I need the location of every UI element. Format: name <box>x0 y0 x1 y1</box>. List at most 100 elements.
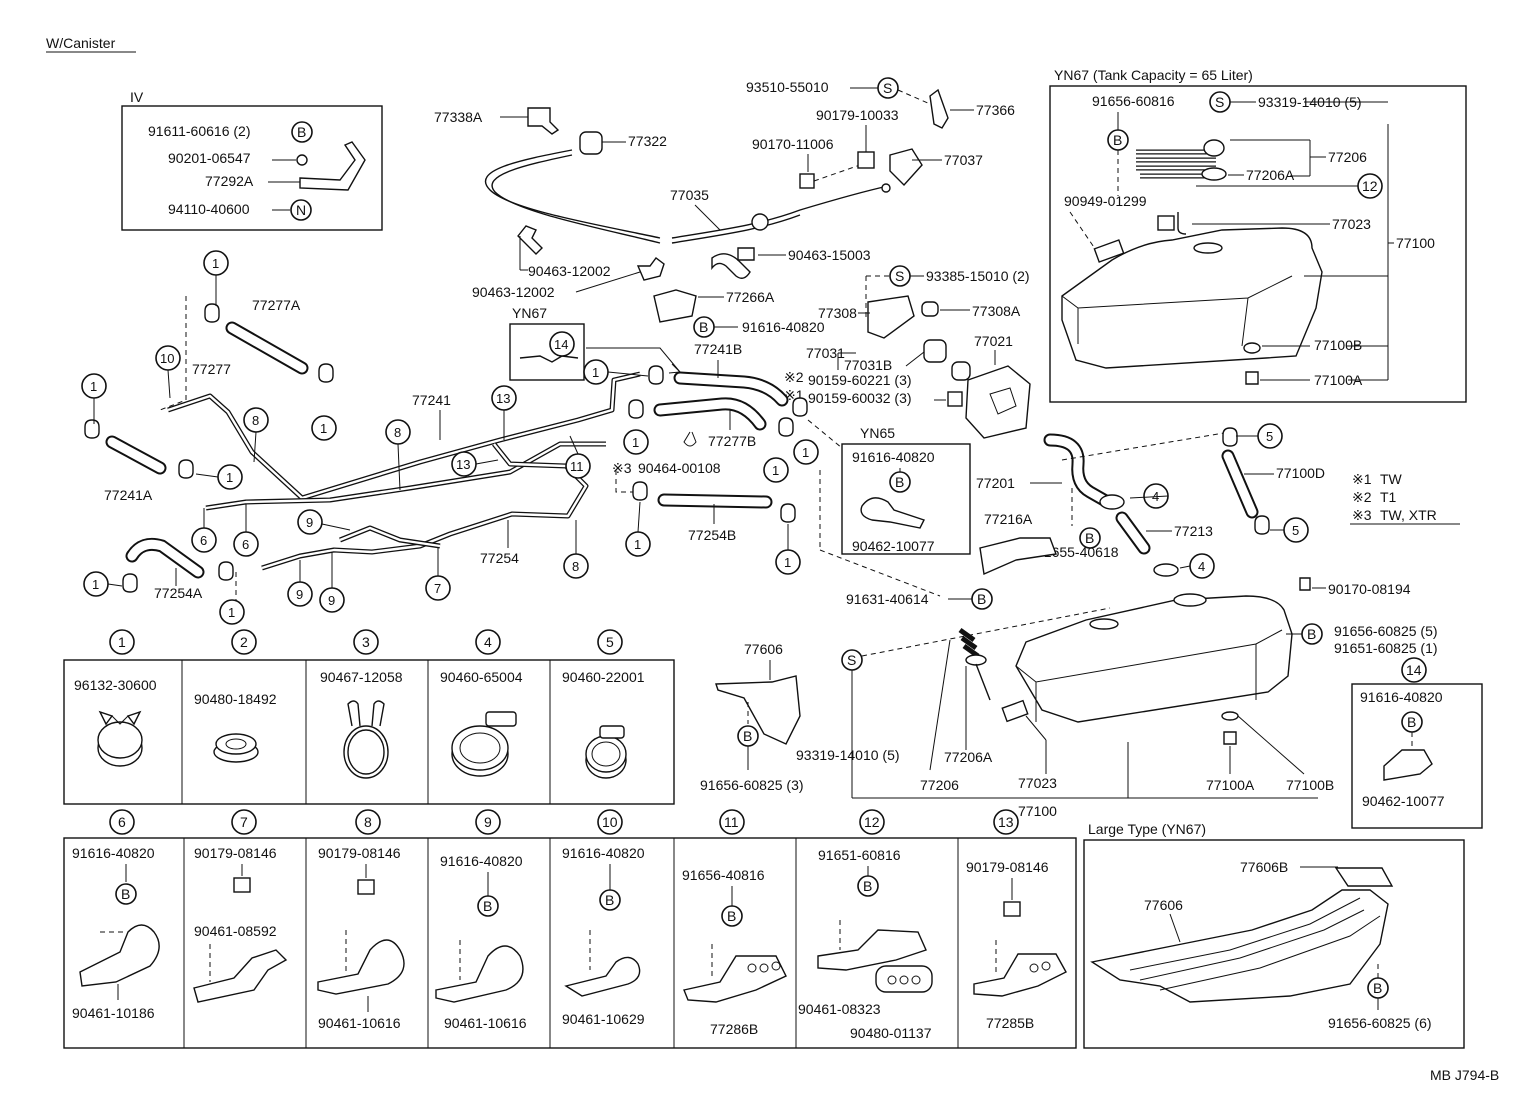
label-77277A: 77277A <box>252 297 301 313</box>
label-77308A: 77308A <box>972 303 1021 319</box>
note-mark-2: ※2 <box>784 369 804 385</box>
label-90463-12002-a: 90463-12002 <box>528 263 611 279</box>
table-part-1: 96132-30600 <box>74 677 157 693</box>
label-77241A: 77241A <box>104 487 153 503</box>
table-index-4: 4 <box>484 634 492 650</box>
table11-top: 91656-40816 <box>682 867 765 883</box>
label-77277B: 77277B <box>708 433 756 449</box>
table-index-12: 12 <box>864 814 880 830</box>
bracket-77216A-shape <box>979 537 1057 576</box>
table8-bottom: 90461-10616 <box>318 1015 401 1031</box>
table-index-6: 6 <box>118 814 126 830</box>
grommet-77322-shape <box>579 131 603 155</box>
label-91616-40820-c14: 91616-40820 <box>1360 689 1443 705</box>
clamp-96132-icon <box>97 710 143 767</box>
clamp-90461-10186-icon <box>79 924 160 987</box>
symbol-b-91656-60825-3: B <box>743 728 752 744</box>
label-91655-40618: 91655-40618 <box>1036 544 1119 560</box>
label-77366: 77366 <box>976 102 1015 118</box>
label-77277: 77277 <box>192 361 231 377</box>
table-part-3: 90467-12058 <box>320 669 403 685</box>
label-91611-60616: 91611-60616 (2) <box>148 123 250 139</box>
wire-clamp-90467-icon <box>343 700 389 779</box>
table12-top: 91651-60816 <box>818 847 901 863</box>
symbol-n-iv: N <box>296 202 306 218</box>
label-93319-14010-bot: 93319-14010 (5) <box>796 747 900 763</box>
table-part-2: 90480-18492 <box>194 691 277 707</box>
table-index-1: 1 <box>118 634 126 650</box>
label-77100A-bot: 77100A <box>1206 777 1255 793</box>
label-77254A: 77254A <box>154 585 203 601</box>
main-tank-shape <box>1015 595 1293 723</box>
drawing-code: MB J794-B <box>1430 1067 1499 1083</box>
label-77100-top: 77100 <box>1396 235 1435 251</box>
label-77266A: 77266A <box>726 289 775 305</box>
legend-mark-3: ※3 <box>1352 507 1372 523</box>
table-index-10: 10 <box>602 814 618 830</box>
label-77206-top: 77206 <box>1328 149 1367 165</box>
callout-8: 8 <box>572 559 579 574</box>
clamp-90461-08323-icon <box>817 929 927 971</box>
pipe-77277-shape <box>205 441 606 511</box>
cable-right-shape <box>671 185 889 239</box>
label-90170-11006: 90170-11006 <box>752 136 834 152</box>
yn67-tank-title: YN67 (Tank Capacity = 65 Liter) <box>1054 67 1253 83</box>
table10-bottom: 90461-10629 <box>562 1011 645 1027</box>
table-index-7: 7 <box>240 814 248 830</box>
table12-symbol-b: B <box>863 878 872 894</box>
label-77206A-top: 77206A <box>1246 167 1295 183</box>
label-93510-55010: 93510-55010 <box>746 79 829 95</box>
bracket-77606-mid-shape <box>715 675 801 745</box>
symbol-b-yn65: B <box>895 474 904 490</box>
yn67-tank-section: YN67 (Tank Capacity = 65 Liter) 91656-60… <box>1049 67 1467 403</box>
label-91656-60825-5: 91656-60825 (5) <box>1334 623 1438 639</box>
bracket-77266A-shape <box>653 289 697 323</box>
canister-77021-shape <box>965 365 1031 439</box>
callout-1: 1 <box>90 379 97 394</box>
label-77216A: 77216A <box>984 511 1033 527</box>
legend-mark-1: ※1 <box>1352 471 1372 487</box>
label-77322: 77322 <box>628 133 667 149</box>
clamp-77286B-icon <box>683 955 787 1003</box>
table-index-9: 9 <box>484 814 492 830</box>
table7-top: 90179-08146 <box>194 845 277 861</box>
table8-top: 90179-08146 <box>318 845 401 861</box>
label-91656-60825-6: 91656-60825 (6) <box>1328 1015 1432 1031</box>
label-91631-40614: 91631-40614 <box>846 591 929 607</box>
table-part-5: 90460-22001 <box>562 669 645 685</box>
label-90464-00108: 90464-00108 <box>638 460 721 476</box>
clip-90463-12002-a-shape <box>517 225 543 255</box>
callout-1: 1 <box>226 470 233 485</box>
callout-11: 11 <box>570 459 584 474</box>
table-index-13: 13 <box>998 814 1014 830</box>
callout-1: 1 <box>634 537 641 552</box>
iv-section: IV 91611-60616 (2) B 90201-06547 77292A … <box>121 89 383 231</box>
clamp-yn65-shape <box>860 497 925 529</box>
yn65-title: YN65 <box>860 425 895 441</box>
callout-10: 10 <box>160 351 174 366</box>
symbol-b-c14: B <box>1407 714 1416 730</box>
cable-left-shape <box>484 149 661 239</box>
label-91656-60825-3: 91656-60825 (3) <box>700 777 804 793</box>
callout-1: 1 <box>92 577 99 592</box>
label-90462-10077-c14: 90462-10077 <box>1362 793 1445 809</box>
callout-13: 13 <box>496 391 510 406</box>
table-index-2: 2 <box>240 634 248 650</box>
label-77292A: 77292A <box>205 173 254 189</box>
symbol-b-large: B <box>1373 980 1382 996</box>
label-77031: 77031 <box>806 345 845 361</box>
table9-bottom: 90461-10616 <box>444 1015 527 1031</box>
label-77100A-top: 77100A <box>1314 372 1363 388</box>
parts-table-bottom: 6 7 8 9 10 11 12 13 91616-40820 B 90461-… <box>63 809 1077 1049</box>
label-77254B: 77254B <box>688 527 736 543</box>
callout-14: 14 <box>554 337 568 352</box>
hose-clamp-90460-22001-icon <box>585 725 627 779</box>
table10-symbol-b: B <box>605 892 614 908</box>
table6-top: 91616-40820 <box>72 845 155 861</box>
label-77241: 77241 <box>412 392 451 408</box>
clamp-90461-10616-a-icon <box>317 939 405 995</box>
label-77213: 77213 <box>1174 523 1213 539</box>
label-77023-bot: 77023 <box>1018 775 1057 791</box>
bracket-77292A-shape <box>299 141 366 191</box>
callout-12-top: 12 <box>1362 178 1378 194</box>
